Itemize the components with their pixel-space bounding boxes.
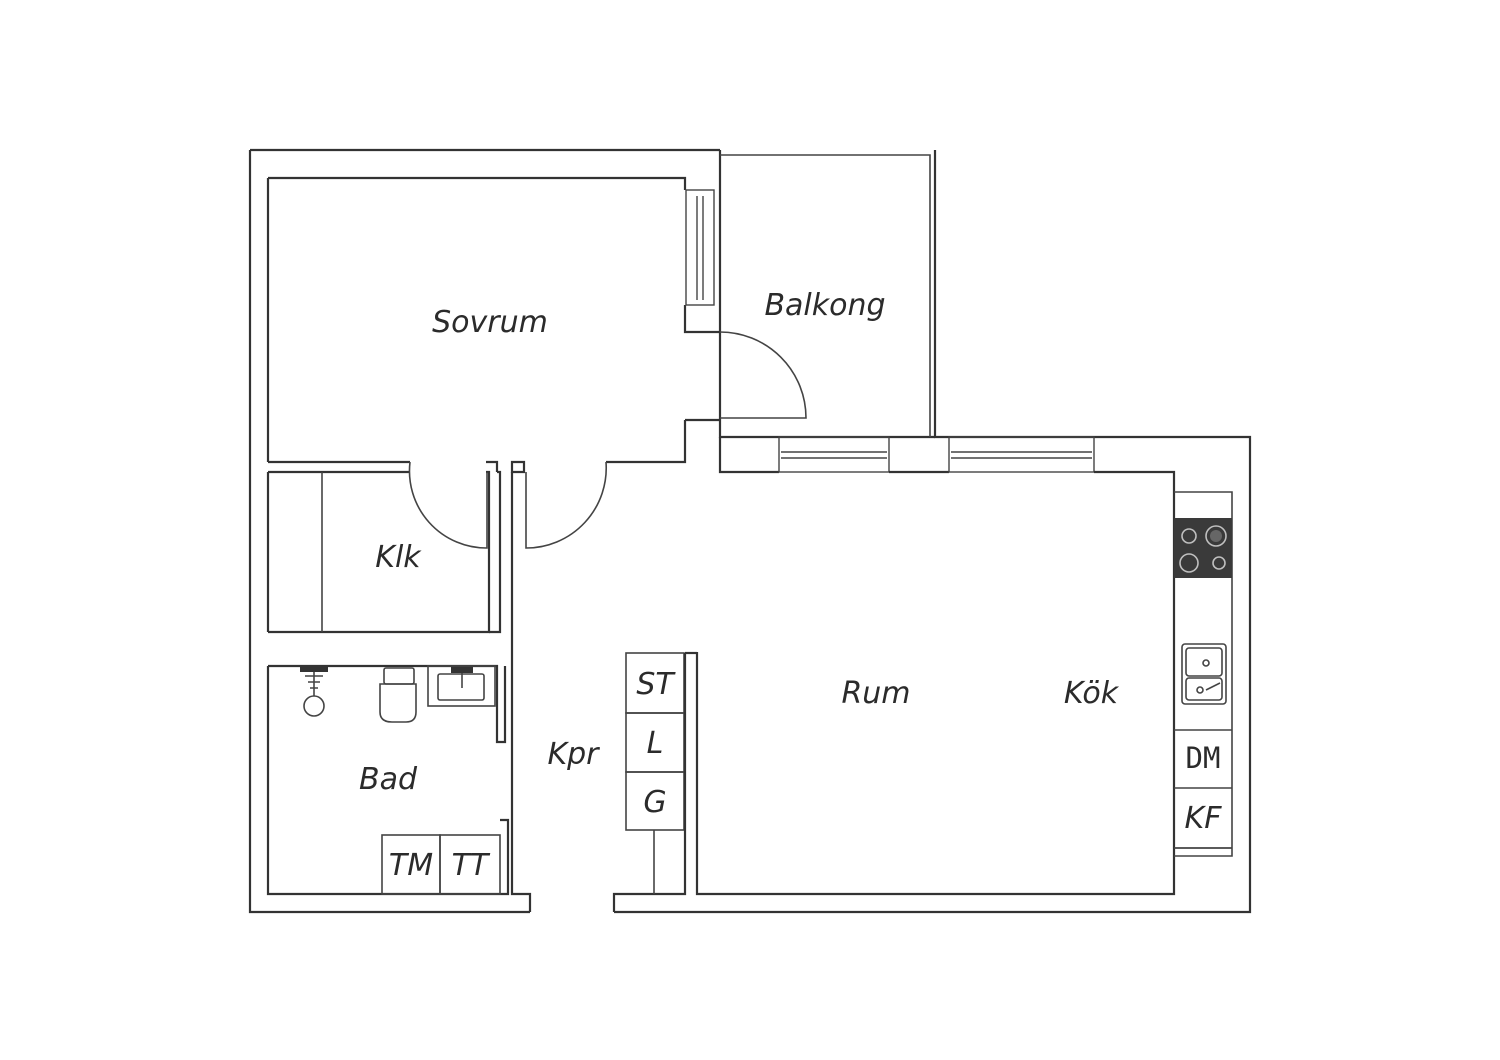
label-tt: TT	[452, 848, 491, 883]
stove-icon	[1174, 518, 1232, 578]
label-bad: Bad	[359, 762, 418, 797]
hall-wardrobes	[612, 651, 697, 912]
room-labels: Sovrum Balkong Klk Rum Kök Kpr Bad	[359, 288, 1120, 797]
bathroom	[268, 664, 510, 896]
label-kpr: Kpr	[547, 737, 600, 772]
bedroom-walls	[268, 189, 720, 472]
label-kok: Kök	[1064, 676, 1120, 711]
toilet-icon	[379, 667, 417, 723]
kitchen-counter	[1174, 491, 1233, 857]
bedroom-door[interactable]	[525, 461, 608, 549]
label-dm: DM	[1186, 741, 1221, 775]
hallway-walls	[510, 460, 608, 912]
outer-walls	[248, 148, 1252, 914]
balcony-door[interactable]	[719, 331, 807, 419]
label-kf: KF	[1185, 801, 1223, 836]
label-balkong: Balkong	[764, 288, 885, 323]
fixture-labels: ST L G TM TT DM KF	[389, 667, 1222, 883]
label-st: ST	[636, 667, 676, 702]
closet	[268, 461, 502, 634]
tumble-dryer	[439, 834, 501, 895]
label-g: G	[643, 785, 666, 820]
washbasin-icon	[427, 665, 496, 707]
label-rum: Rum	[841, 676, 910, 711]
closet-door[interactable]	[408, 461, 488, 549]
bedroom-window	[685, 189, 715, 306]
label-l: L	[647, 726, 664, 761]
living-room-windows	[695, 436, 1176, 896]
label-klk: Klk	[375, 540, 422, 575]
sink-icon	[1181, 643, 1227, 705]
label-tm: TM	[389, 848, 433, 883]
shower-icon	[300, 666, 328, 717]
label-sovrum: Sovrum	[432, 305, 548, 340]
